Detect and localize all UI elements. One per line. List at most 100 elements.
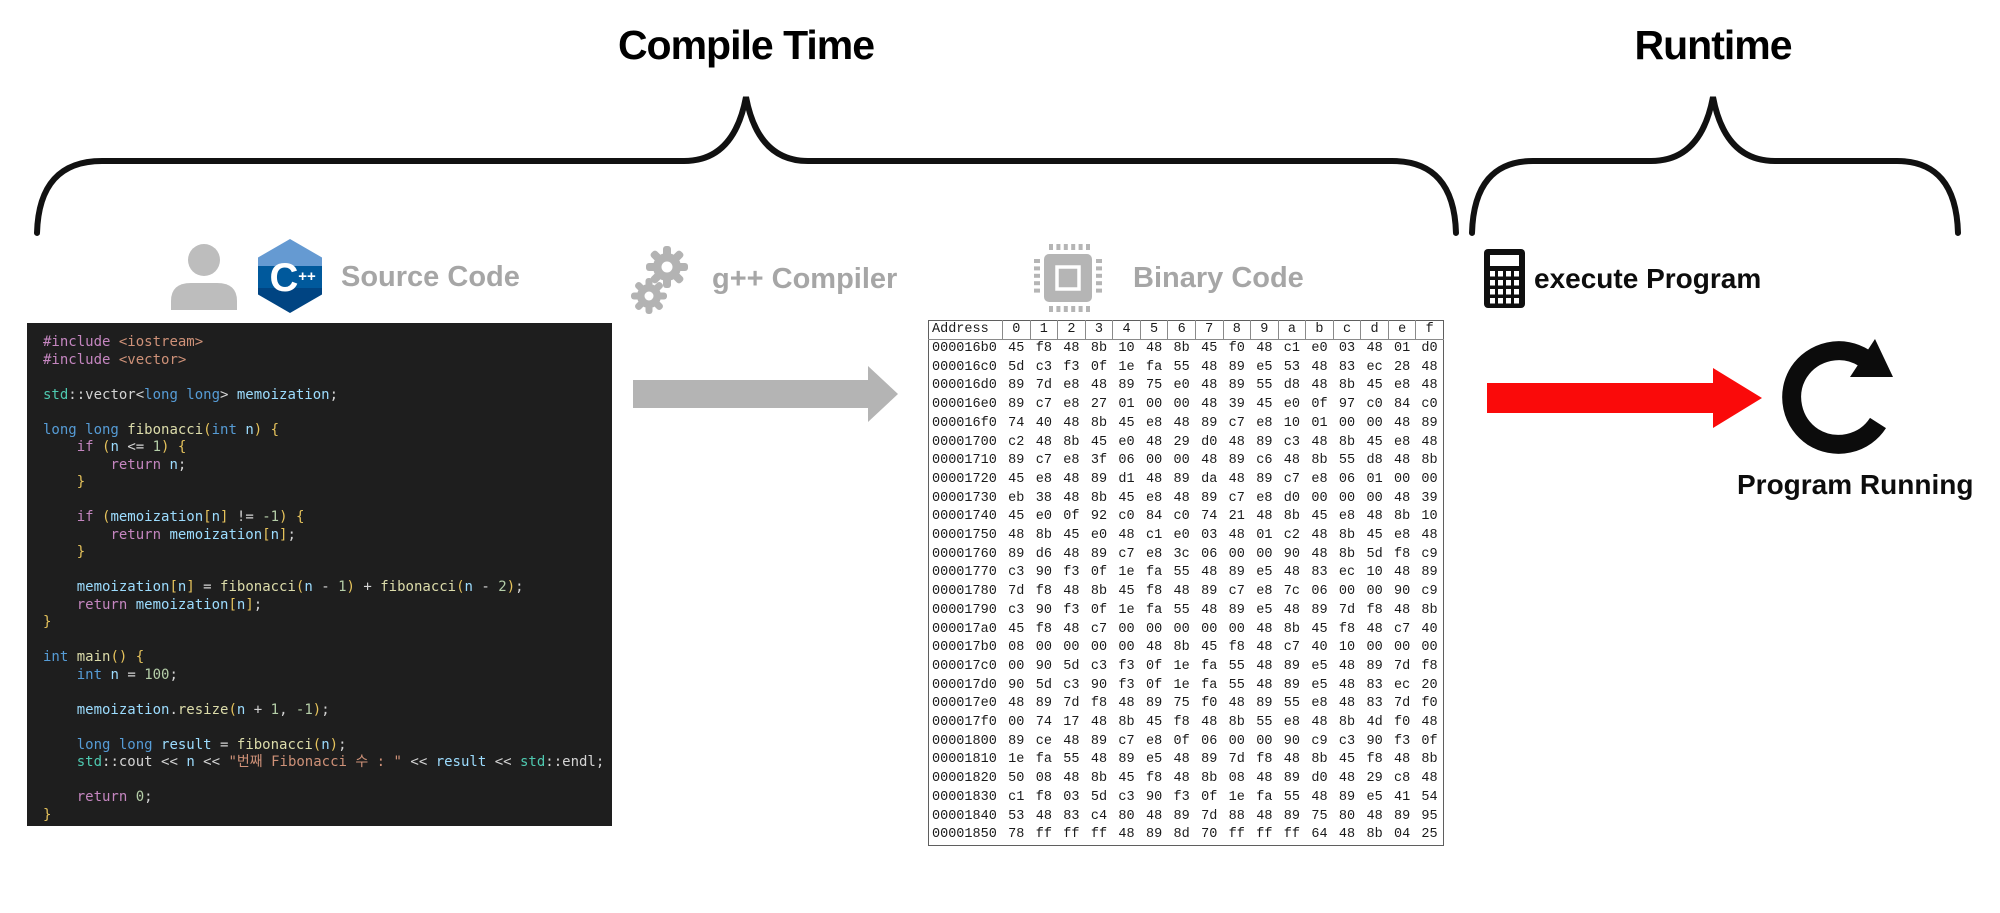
hex-byte-cell: 00 (1145, 453, 1163, 469)
hex-byte-cell: f8 (1394, 546, 1411, 562)
hex-byte-cell: 45 (1118, 415, 1135, 431)
hex-byte-cell: c3 (1283, 434, 1300, 450)
hex-byte-cell: fa (1201, 658, 1218, 674)
hex-byte-cell: c8 (1394, 771, 1411, 787)
hex-byte-cell: 48 (1366, 341, 1383, 356)
runtime-brace (1469, 96, 1961, 236)
hex-byte-cell: f8 (1256, 752, 1273, 768)
hex-byte-cell: e5 (1311, 677, 1328, 693)
hex-byte-cell: 45 (1008, 621, 1025, 637)
hex-address-cell: 000016c0 (932, 359, 997, 375)
hex-byte-cell: 45 (1366, 434, 1383, 450)
hex-byte-cell: 45 (1338, 752, 1356, 768)
hex-byte-cell: c0 (1366, 397, 1383, 413)
code-line: } (43, 806, 52, 823)
hex-byte-cell: 48 (1338, 771, 1356, 787)
hex-byte-cell: 48 (1421, 528, 1438, 544)
hex-byte-cell: 48 (1008, 696, 1025, 712)
hex-byte-cell: c2 (1283, 528, 1300, 544)
person-icon (171, 244, 237, 310)
hex-byte-cell: 89 (1090, 733, 1108, 749)
hex-byte-cell: 89 (1145, 696, 1163, 712)
hex-byte-cell: e8 (1311, 696, 1328, 712)
code-line: long long result = fibonacci(n); (76, 736, 347, 753)
hex-column-header: b (1305, 320, 1334, 340)
hex-byte-cell: 00 (1063, 640, 1080, 656)
hex-byte-cell: 8b (1394, 509, 1411, 525)
source-code-editor: #include <iostream>#include <vector> std… (27, 323, 612, 826)
hex-byte-cell: e0 (1035, 509, 1052, 525)
compiler-label: g++ Compiler (712, 263, 898, 295)
hex-byte-cell: 17 (1063, 715, 1080, 731)
hex-byte-cell: 06 (1338, 471, 1356, 487)
hex-byte-cell: 8b (1063, 434, 1080, 450)
hex-byte-cell: 0f (1201, 789, 1218, 805)
hex-address-cell: 00001850 (932, 827, 997, 843)
hex-byte-cell: 00 (1366, 584, 1383, 600)
hex-byte-cell: d8 (1283, 378, 1300, 394)
hex-address-cell: 000017a0 (932, 621, 997, 637)
hex-byte-cell: 39 (1228, 397, 1245, 413)
hex-byte-cell: 48 (1090, 752, 1108, 768)
hex-byte-cell: d0 (1421, 341, 1438, 356)
hex-byte-cell: 48 (1063, 733, 1080, 749)
hex-byte-cell: eb (1008, 490, 1025, 506)
hex-byte-cell: 10 (1366, 565, 1383, 581)
code-line: } (43, 614, 52, 630)
hex-byte-cell: ff (1090, 827, 1108, 843)
hex-byte-cell: 45 (1118, 490, 1135, 506)
hex-byte-cell: 48 (1063, 584, 1080, 600)
hex-byte-cell: 00 (1173, 621, 1190, 637)
hex-byte-cell: 5d (1035, 677, 1052, 693)
hex-byte-cell: 48 (1394, 565, 1411, 581)
hex-byte-cell: e8 (1394, 434, 1411, 450)
hex-address-cell: 00001840 (932, 808, 997, 824)
hex-byte-cell: f8 (1145, 771, 1163, 787)
hex-byte-cell: 55 (1338, 453, 1356, 469)
hex-byte-cell: 00 (1008, 715, 1025, 731)
hex-column-header: 4 (1112, 320, 1141, 340)
hex-byte-cell: 89 (1118, 752, 1135, 768)
hex-byte-cell: 88 (1228, 808, 1245, 824)
hex-byte-cell: 39 (1421, 490, 1438, 506)
hex-byte-cell: e8 (1394, 528, 1411, 544)
hex-byte-cell: 48 (1283, 565, 1300, 581)
hex-byte-cell: 89 (1421, 565, 1438, 581)
hex-byte-cell: 48 (1201, 397, 1218, 413)
gears-icon (631, 246, 688, 314)
hex-byte-cell: 48 (1228, 528, 1245, 544)
svg-text:++: ++ (298, 268, 316, 285)
hex-byte-cell: 48 (1394, 752, 1411, 768)
hex-byte-cell: 48 (1394, 602, 1411, 618)
hex-byte-cell: 00 (1394, 471, 1411, 487)
hex-byte-cell: e8 (1145, 546, 1163, 562)
hex-address-cell: 00001750 (932, 528, 997, 544)
hex-byte-cell: e8 (1256, 584, 1273, 600)
hex-byte-cell: e5 (1366, 789, 1383, 805)
hex-byte-cell: 00 (1035, 640, 1052, 656)
hex-byte-cell: 97 (1338, 397, 1356, 413)
hex-byte-cell: 90 (1283, 546, 1300, 562)
hex-byte-cell: f3 (1063, 359, 1080, 375)
hex-byte-cell: 89 (1228, 602, 1245, 618)
hex-byte-cell: 00 (1118, 621, 1135, 637)
hex-byte-cell: 03 (1063, 789, 1080, 805)
hex-byte-cell: 48 (1311, 789, 1328, 805)
hex-address-cell: 00001770 (932, 565, 997, 581)
hex-byte-cell: 27 (1090, 397, 1108, 413)
hex-byte-cell: 48 (1063, 771, 1080, 787)
hex-byte-cell: 70 (1201, 827, 1218, 843)
hex-byte-cell: 00 (1366, 415, 1383, 431)
hex-byte-cell: 89 (1228, 453, 1245, 469)
hex-byte-cell: 25 (1421, 827, 1438, 843)
hex-byte-cell: 8b (1311, 453, 1328, 469)
hex-byte-cell: 45 (1008, 471, 1025, 487)
hex-byte-cell: 04 (1394, 827, 1411, 843)
